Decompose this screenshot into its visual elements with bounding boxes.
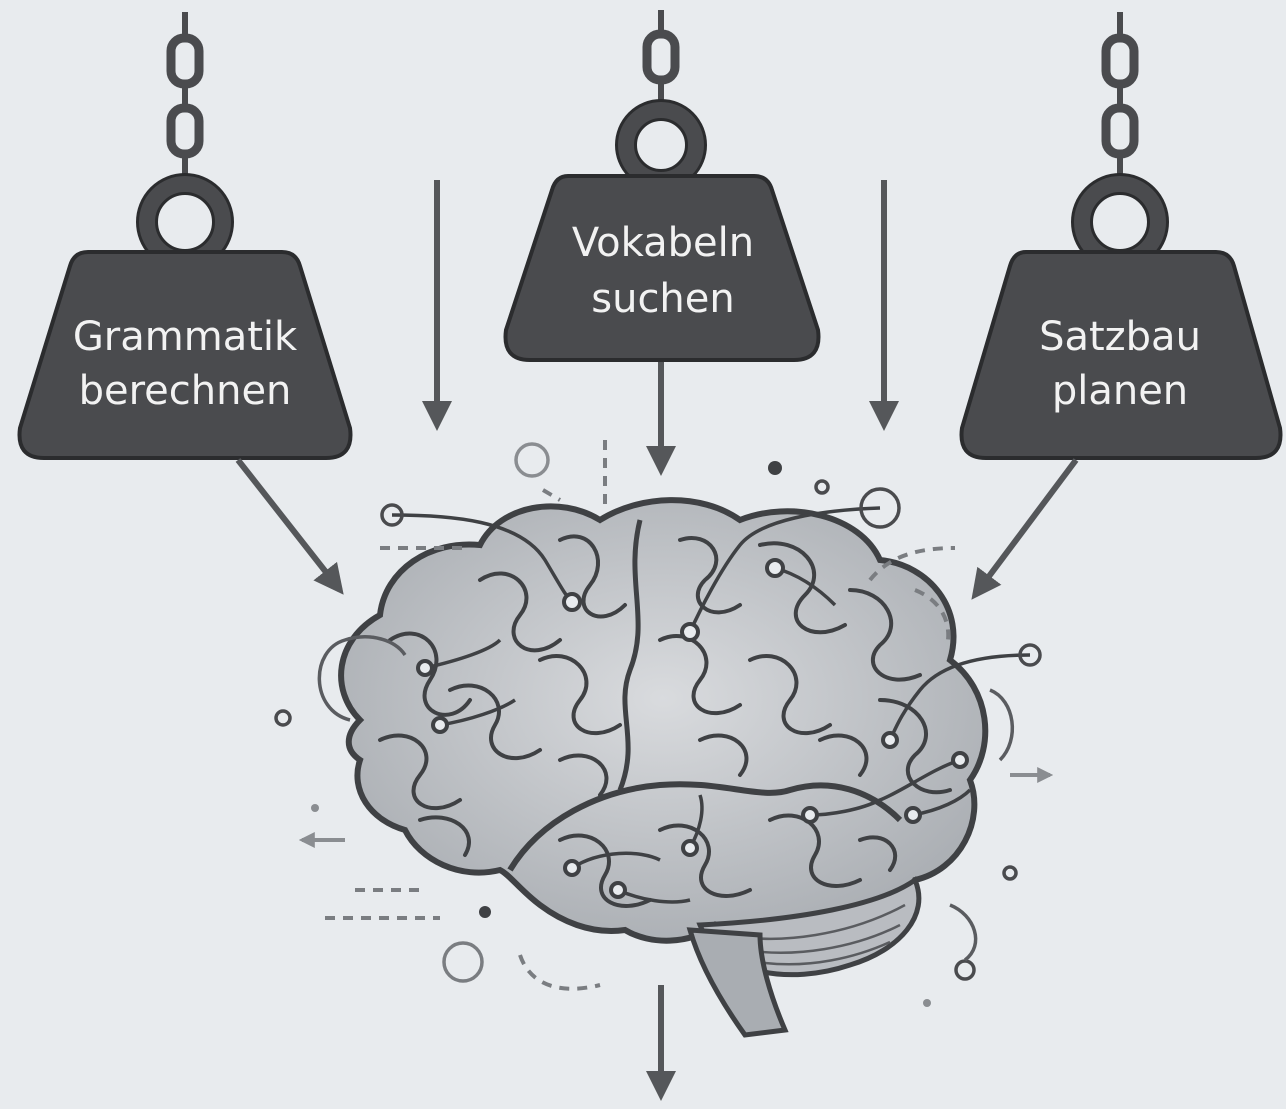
decorative-dashes (325, 440, 956, 991)
decorative-dots (311, 461, 931, 1007)
weight-grammatik-line2: berechnen (79, 368, 292, 414)
circuit-lines (391, 506, 1031, 904)
decorative-circuits (274, 442, 1042, 983)
weight-grammatik-line1: Grammatik (73, 314, 298, 360)
chain-left (166, 12, 204, 178)
weight-satzbau-line1: Satzbau (1039, 314, 1201, 360)
brain-stem (686, 927, 789, 1038)
weight-satzbau: Satzbau planen (959, 173, 1283, 460)
brain-cerebrum (338, 497, 989, 944)
faint-arrows (298, 767, 1054, 848)
weight-vokabeln-line2: suchen (591, 276, 735, 322)
brain-gyri (378, 534, 952, 908)
brain (338, 497, 1031, 1038)
weight-satzbau-line2: planen (1052, 368, 1188, 414)
circuit-nodes (416, 558, 969, 899)
weight-vokabeln: Vokabeln suchen (503, 99, 821, 362)
arrow-from-satzbau (971, 458, 1079, 600)
weight-vokabeln-line1: Vokabeln (572, 220, 754, 266)
arrows (235, 180, 1079, 1101)
chain-center (642, 10, 680, 104)
chain-right (1101, 12, 1139, 178)
weight-grammatik: Grammatik berechnen (17, 173, 353, 460)
arrow-from-grammatik (235, 458, 344, 595)
